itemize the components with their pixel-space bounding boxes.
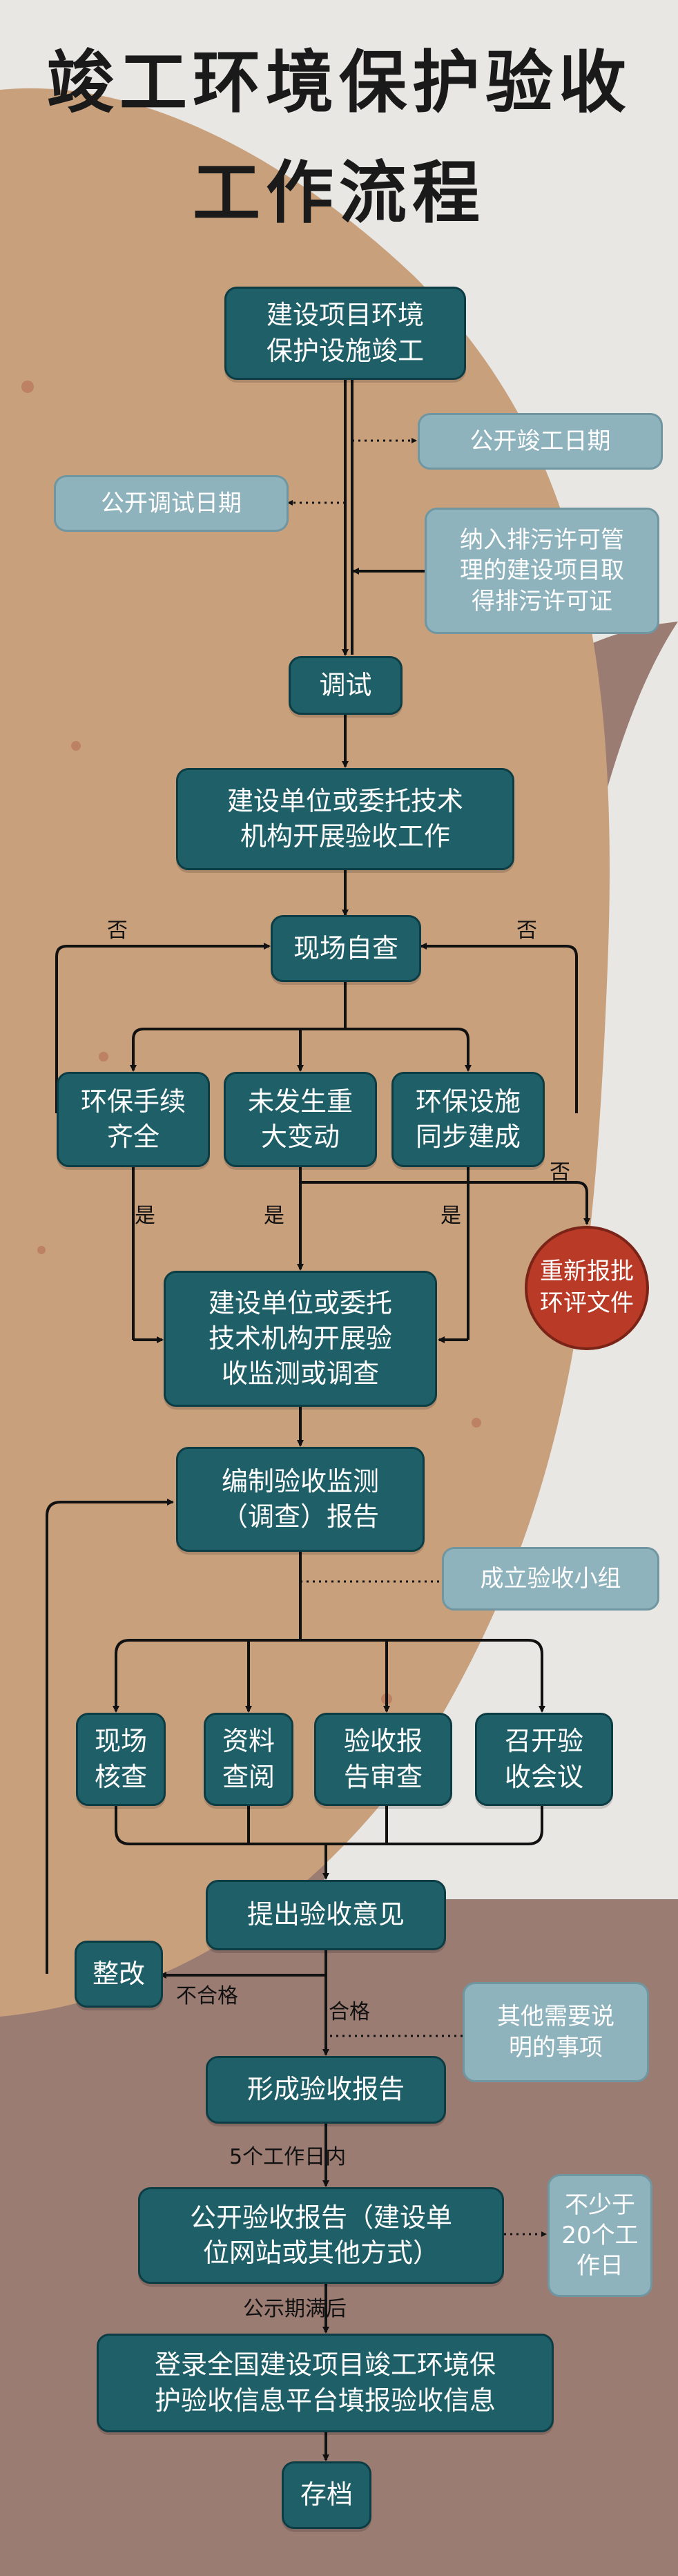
node-meeting: 召开验 收会议 — [475, 1713, 613, 1806]
node-site-check: 现场 核查 — [76, 1713, 166, 1806]
title-line-1: 竣工环境保护验收 — [46, 44, 632, 122]
node-form-report: 形成验收报告 — [206, 2056, 446, 2124]
node-reapprove: 重新报批 环评文件 — [525, 1226, 649, 1350]
label-after-period: 公示期满后 — [243, 2297, 347, 2321]
label-no-right: 否 — [516, 919, 537, 943]
node-check-facilities: 环保设施 同步建成 — [391, 1072, 545, 1167]
label-no-bottom: 否 — [550, 1160, 570, 1184]
node-debug: 调试 — [289, 656, 403, 715]
note-20-days: 不少于 20个工 作日 — [548, 2174, 652, 2297]
note-group: 成立验收小组 — [442, 1547, 659, 1611]
node-report: 编制验收监测 （调查）报告 — [176, 1447, 425, 1552]
node-register: 登录全国建设项目竣工环境保 护验收信息平台填报验收信息 — [97, 2334, 554, 2432]
node-doc-review: 资料 查阅 — [204, 1713, 293, 1806]
note-complete-date: 公开竣工日期 — [418, 413, 663, 470]
label-within-5-days: 5个工作日内 — [229, 2145, 347, 2169]
node-check-procedures: 环保手续 齐全 — [57, 1072, 210, 1167]
label-yes-2: 是 — [264, 1204, 284, 1228]
node-start: 建设项目环境 保护设施竣工 — [224, 287, 466, 380]
node-unit-work: 建设单位或委托技术 机构开展验收工作 — [176, 768, 514, 870]
label-pass: 合格 — [329, 2000, 370, 2024]
node-self-check: 现场自查 — [271, 915, 421, 982]
node-check-changes: 未发生重 大变动 — [224, 1072, 377, 1167]
title-line-2: 工作流程 — [192, 154, 485, 233]
node-monitor: 建设单位或委托 技术机构开展验 收监测或调查 — [164, 1271, 437, 1407]
note-other: 其他需要说 明的事项 — [463, 1982, 649, 2082]
note-debug-date: 公开调试日期 — [54, 475, 289, 532]
node-rectify: 整改 — [75, 1941, 163, 2008]
node-opinion: 提出验收意见 — [206, 1880, 446, 1950]
label-yes-1: 是 — [135, 1204, 155, 1228]
note-permit: 纳入排污许可管 理的建设项目取 得排污许可证 — [425, 508, 659, 634]
label-yes-3: 是 — [440, 1204, 461, 1228]
label-no-left: 否 — [107, 919, 128, 943]
label-fail: 不合格 — [176, 1984, 238, 2008]
node-archive: 存档 — [282, 2461, 371, 2529]
node-publish: 公开验收报告（建设单 位网站或其他方式） — [138, 2187, 504, 2284]
node-report-review: 验收报 告审查 — [314, 1713, 452, 1806]
